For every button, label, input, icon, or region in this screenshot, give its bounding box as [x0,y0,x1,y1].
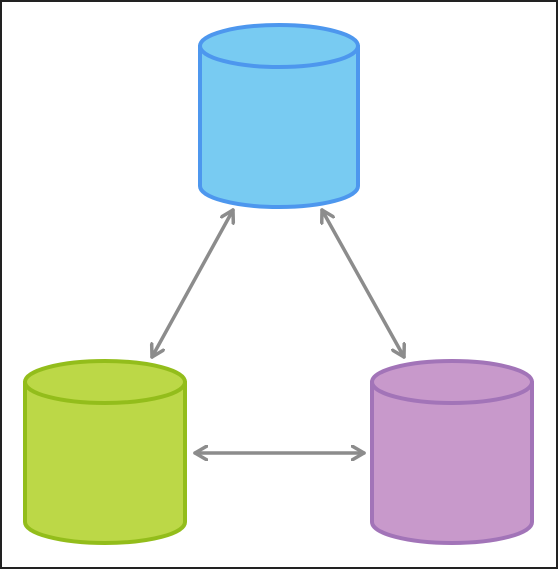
cylinder-lid-top [198,23,360,69]
arrow-top-right [322,208,404,359]
cylinder-lid-right [370,359,534,405]
cylinder-body-top [198,44,360,209]
cylinder-body-right [370,380,534,545]
cylinder-lid-left [23,359,187,405]
cylinder-body-left [23,380,187,545]
database-cylinder-right [370,359,534,545]
database-cylinder-top [198,23,360,209]
arrow-top-left [152,208,233,359]
database-cylinder-left [23,359,187,545]
